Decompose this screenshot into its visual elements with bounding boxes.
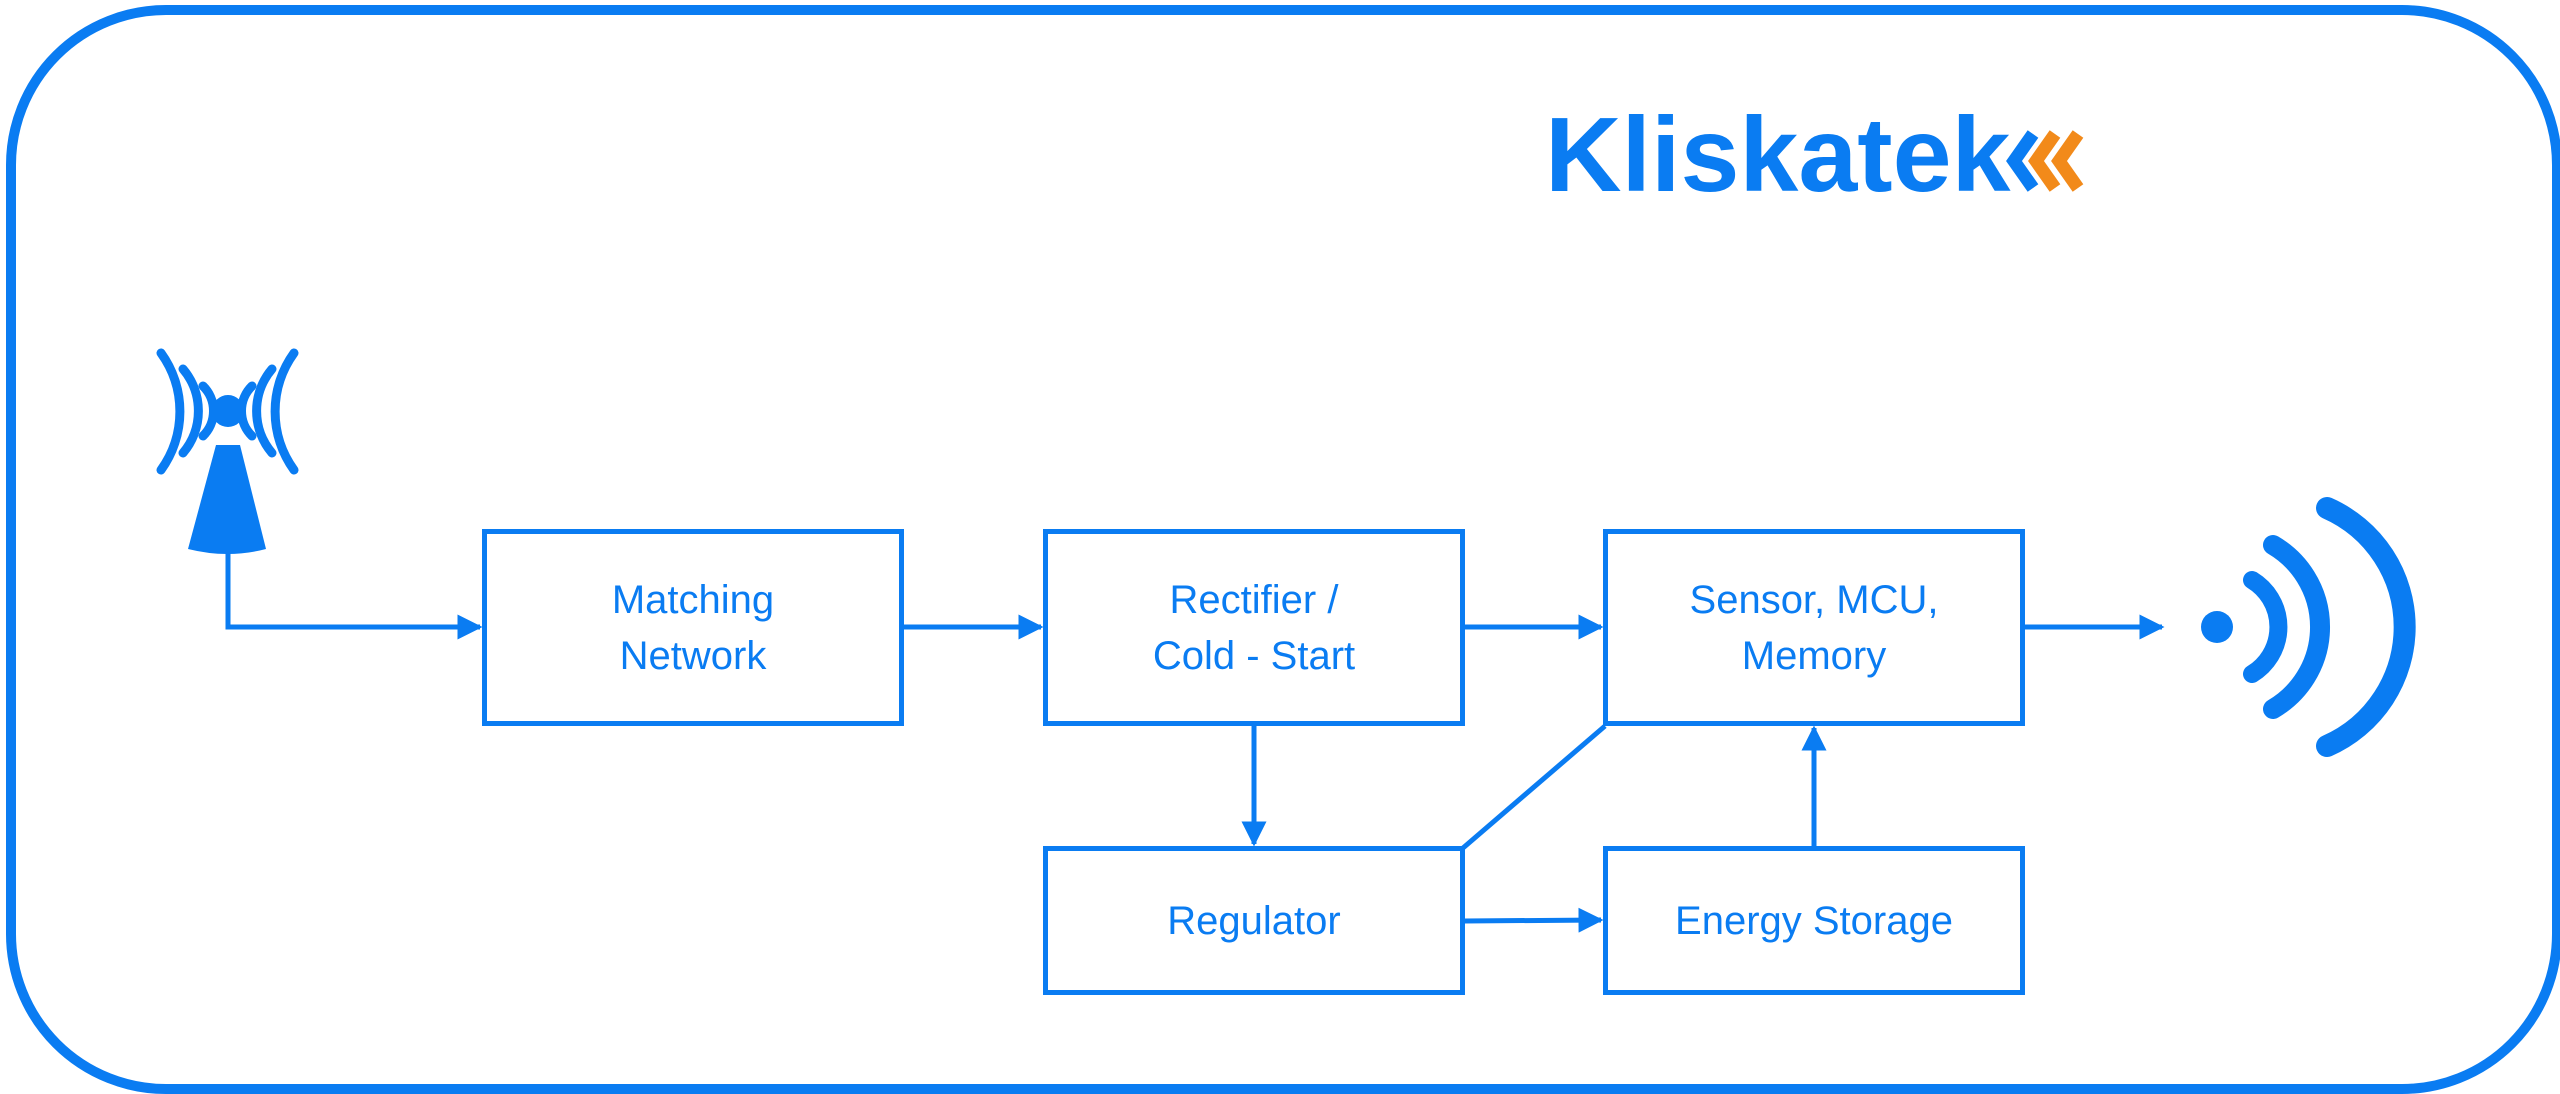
- arrow-antenna-to-matching: [225, 552, 483, 640]
- signal-wave-outer: [2316, 497, 2416, 757]
- signal-wave-mid: [2263, 535, 2330, 719]
- antenna-wave-outer-left: [156, 348, 185, 475]
- rectifier-cold-start-label: Rectifier / Cold - Start: [1152, 577, 1356, 678]
- matching-network-block: Matching Network: [482, 529, 904, 726]
- sensor-mcu-memory-block: Sensor, MCU, Memory: [1603, 529, 2025, 726]
- antenna-wave-outer-right: [270, 348, 299, 475]
- antenna-wave-mid-right: [252, 364, 277, 458]
- energy-storage-block: Energy Storage: [1603, 846, 2025, 995]
- brand-chevrons-icon: [2006, 130, 2084, 192]
- signal-dot: [2201, 611, 2233, 643]
- rounded-border-frame: [6, 5, 2560, 1094]
- matching-network-label: Matching Network: [611, 577, 775, 678]
- arrow-regulator-to-storage: [1464, 907, 1604, 933]
- antenna-wave-mid-left: [178, 364, 203, 458]
- energy-storage-label: Energy Storage: [1675, 898, 1953, 943]
- sensor-mcu-memory-label: Sensor, MCU, Memory: [1689, 577, 1939, 678]
- antenna-tip-dot: [212, 395, 244, 427]
- regulator-block: Regulator: [1043, 846, 1465, 995]
- rectifier-cold-start-block: Rectifier / Cold - Start: [1043, 529, 1465, 726]
- antenna-mast: [188, 445, 266, 554]
- regulator-label: Regulator: [1167, 898, 1341, 943]
- line-regulator-to-sensor: [1461, 724, 1607, 850]
- signal-wave-inner: [2243, 571, 2288, 683]
- brand-logo-text: Kliskatek: [1545, 96, 2012, 214]
